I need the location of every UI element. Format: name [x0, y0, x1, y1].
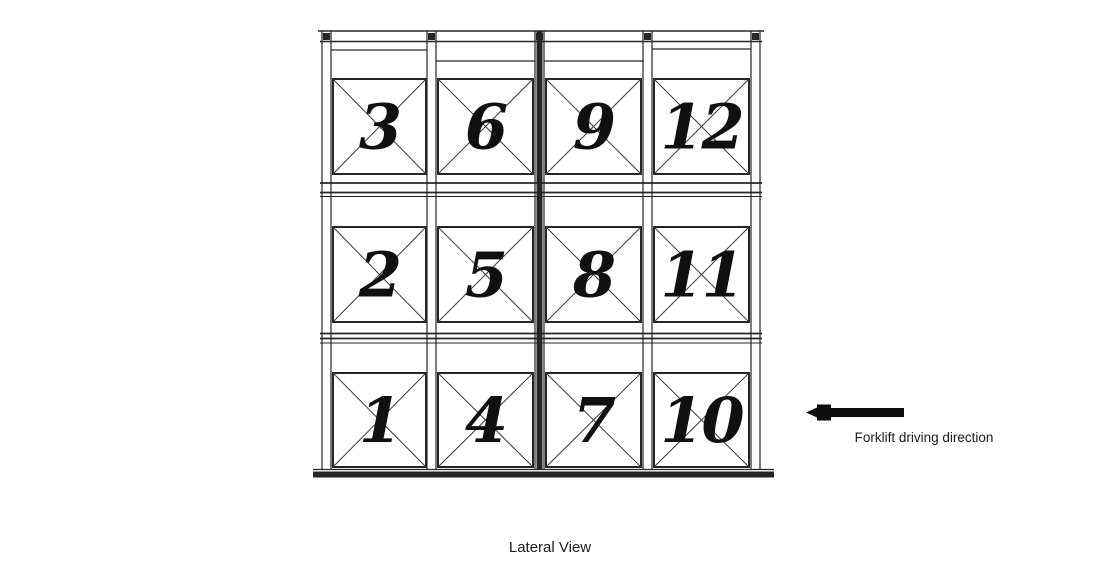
- storage-cell-5: 5: [437, 226, 534, 323]
- cell-cross-brace: [332, 372, 427, 468]
- storage-cell-4: 4: [437, 372, 534, 468]
- storage-cell-11: 11: [653, 226, 750, 323]
- storage-cell-2: 2: [332, 226, 427, 323]
- storage-cell-7: 7: [545, 372, 642, 468]
- post-cap: [428, 33, 435, 40]
- cell-frame: [545, 372, 642, 468]
- cell-cross-brace: [437, 78, 534, 175]
- post-cap: [752, 33, 759, 40]
- cell-frame: [437, 226, 534, 323]
- cell-number: 12: [660, 91, 742, 164]
- cell-number: 2: [358, 239, 400, 312]
- cell-frame: [332, 226, 427, 323]
- caption: Lateral View: [509, 539, 591, 556]
- cell-number: 9: [573, 91, 615, 164]
- cell-number: 3: [359, 91, 400, 164]
- storage-cell-8: 8: [545, 226, 642, 323]
- post-cap: [644, 33, 651, 40]
- cell-frame: [437, 372, 534, 468]
- cell-frame: [653, 372, 750, 468]
- cell-frame: [545, 226, 642, 323]
- cell-cross-brace: [653, 226, 750, 323]
- post-cap: [323, 33, 330, 40]
- cell-number: 1: [359, 384, 400, 457]
- cell-frame: [332, 78, 427, 175]
- base-beam: [313, 471, 774, 478]
- cell-frame: [545, 78, 642, 175]
- cell-number: 4: [465, 384, 506, 457]
- cell-cross-brace: [653, 372, 750, 468]
- cell-number: 8: [572, 239, 615, 312]
- cell-number: 10: [660, 384, 744, 457]
- storage-cell-9: 9: [545, 78, 642, 175]
- cell-frame: [653, 226, 750, 323]
- cell-number: 6: [465, 91, 507, 164]
- storage-cell-12: 12: [653, 78, 750, 175]
- cell-frame: [332, 372, 427, 468]
- cell-cross-brace: [332, 226, 427, 323]
- cell-frame: [653, 78, 750, 175]
- cell-cross-brace: [437, 372, 534, 468]
- cell-number: 11: [660, 239, 742, 312]
- storage-cell-3: 3: [332, 78, 427, 175]
- forklift-arrow: [806, 404, 904, 421]
- center-post-heavy: [536, 31, 543, 470]
- cell-frame: [437, 78, 534, 175]
- cell-cross-brace: [545, 372, 642, 468]
- storage-cell-1: 1: [332, 372, 427, 468]
- arrow-left-icon: [806, 404, 904, 421]
- cell-cross-brace: [545, 78, 642, 175]
- cell-number: 5: [465, 239, 506, 312]
- storage-cell-10: 10: [653, 372, 750, 468]
- cell-cross-brace: [653, 78, 750, 175]
- cell-number: 7: [573, 384, 616, 457]
- cell-cross-brace: [545, 226, 642, 323]
- storage-cell-6: 6: [437, 78, 534, 175]
- cell-cross-brace: [437, 226, 534, 323]
- forklift-direction-label: Forklift driving direction: [855, 430, 994, 445]
- cell-cross-brace: [332, 78, 427, 175]
